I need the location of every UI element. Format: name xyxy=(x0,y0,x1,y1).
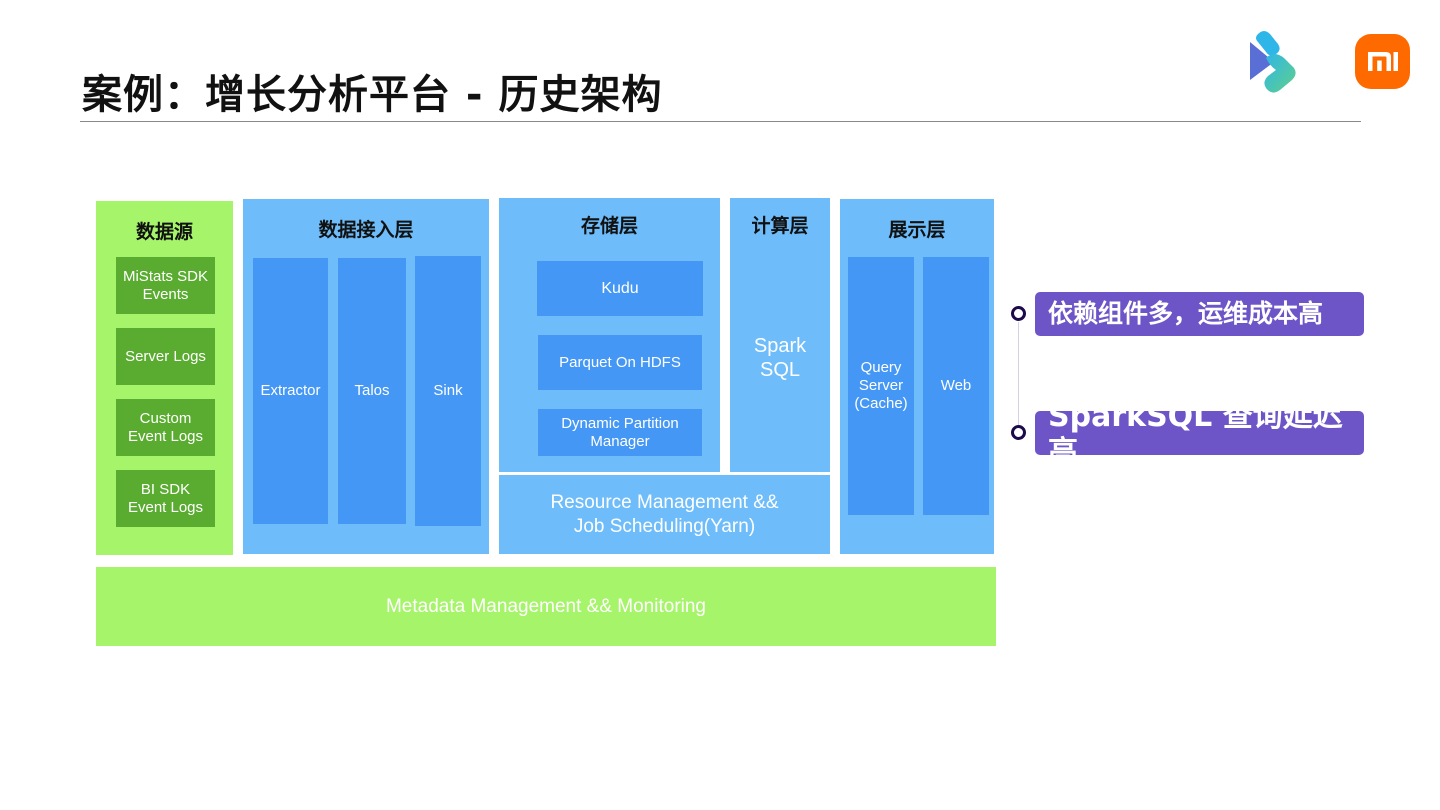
query-server-box: Query Server (Cache) xyxy=(848,257,914,515)
extractor-box: Extractor xyxy=(253,258,328,524)
storage-layer: 存储层 Kudu Parquet On HDFS Dynamic Partiti… xyxy=(499,198,720,472)
sink-box: Sink xyxy=(415,256,481,526)
compute-layer: 计算层 Spark SQL xyxy=(730,198,830,472)
issue-text-1: 依赖组件多，运维成本高 xyxy=(1048,299,1324,328)
server-logs-box: Server Logs xyxy=(116,328,215,385)
bi-sdk-event-logs-box: BI SDK Event Logs xyxy=(116,470,215,527)
parquet-on-hdfs-box: Parquet On HDFS xyxy=(538,335,702,390)
issue-bullet-1 xyxy=(1011,306,1026,321)
spark-sql-label: Spark SQL xyxy=(753,335,807,381)
web-box: Web xyxy=(923,257,989,515)
data-source-title: 数据源 xyxy=(135,221,193,243)
gradient-arrow-logo-icon xyxy=(1250,31,1296,93)
xiaomi-mi-logo-icon xyxy=(1355,34,1410,89)
custom-event-logs-box: Custom Event Logs xyxy=(116,399,215,456)
display-layer: 展示层 Query Server (Cache) Web xyxy=(840,199,994,554)
title-divider xyxy=(80,121,1361,122)
issue-connector-line xyxy=(1018,322,1019,425)
storage-title: 存储层 xyxy=(580,215,638,237)
dynamic-partition-manager-box: Dynamic Partition Manager xyxy=(538,409,702,456)
issue-pill-1: 依赖组件多，运维成本高 xyxy=(1035,292,1364,336)
metadata-management-bar: Metadata Management && Monitoring xyxy=(96,567,996,646)
display-title: 展示层 xyxy=(888,219,946,241)
resource-management-bar: Resource Management && Job Scheduling(Ya… xyxy=(499,475,830,554)
talos-box: Talos xyxy=(338,258,406,524)
data-ingest-title: 数据接入层 xyxy=(318,219,414,241)
data-ingest-layer: 数据接入层 Extractor Talos Sink xyxy=(243,199,489,554)
kudu-box: Kudu xyxy=(537,261,703,316)
data-source-layer: 数据源 MiStats SDK Events Server Logs Custo… xyxy=(96,201,233,555)
issue-bullet-2 xyxy=(1011,425,1026,440)
mistats-sdk-events-box: MiStats SDK Events xyxy=(116,257,215,314)
issue-text-2: SparkSQL 查询延迟高 xyxy=(1048,411,1343,455)
issue-pill-2: SparkSQL 查询延迟高 xyxy=(1035,411,1364,455)
slide-title: 案例：增长分析平台 - 历史架构 xyxy=(82,72,663,118)
compute-title: 计算层 xyxy=(751,215,809,237)
